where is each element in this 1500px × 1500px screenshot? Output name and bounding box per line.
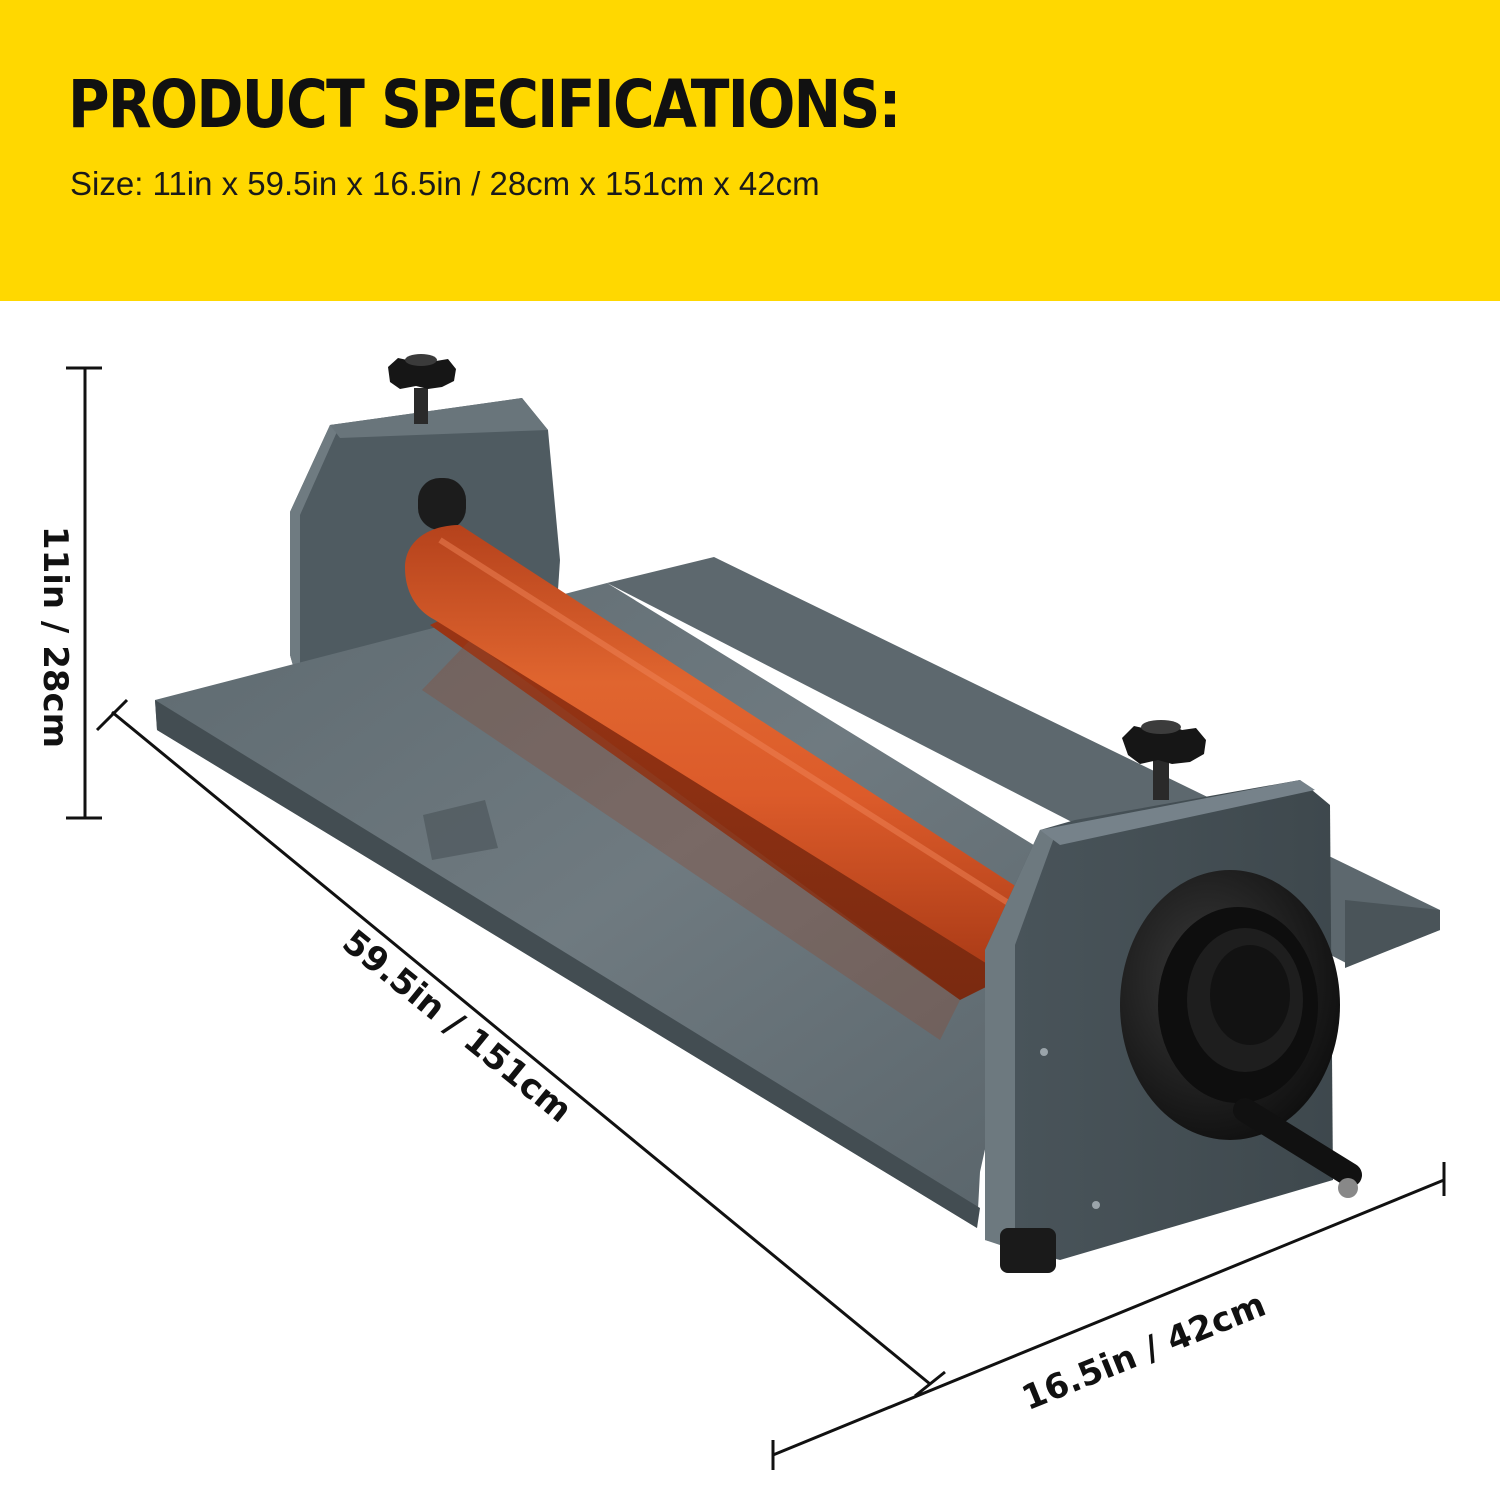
spec-size-text: Size: 11in x 59.5in x 16.5in / 28cm x 15… (70, 165, 820, 202)
height-dimension: 11in / 28cm (35, 366, 102, 820)
left-pressure-knob (388, 354, 456, 424)
height-dimension-label: 11in / 28cm (35, 526, 75, 748)
crank-handle-cap (1338, 1178, 1358, 1198)
length-dimension-cap-start (95, 698, 129, 732)
right-pressure-knob (1122, 720, 1206, 800)
length-dimension-cap-end (914, 1370, 946, 1398)
spec-title: PRODUCT SPECIFICATIONS: (68, 66, 901, 143)
left-frame-slot (418, 478, 466, 530)
frame-screw-2 (1092, 1201, 1100, 1209)
depth-dimension-label: 16.5in / 42cm (1016, 1285, 1271, 1419)
hand-crank-wheel (1120, 870, 1362, 1198)
spec-banner: PRODUCT SPECIFICATIONS: Size: 11in x 59.… (0, 0, 1500, 301)
front-feed-table (155, 583, 1050, 1228)
laminator-machine (155, 354, 1440, 1273)
upper-roller (405, 525, 1041, 975)
depth-dimension-line (772, 1178, 1445, 1457)
machine-foot (1000, 1228, 1056, 1273)
crank-handle (1233, 1098, 1362, 1187)
length-dimension-line (111, 710, 931, 1386)
frame-screw-1 (1040, 1048, 1048, 1056)
